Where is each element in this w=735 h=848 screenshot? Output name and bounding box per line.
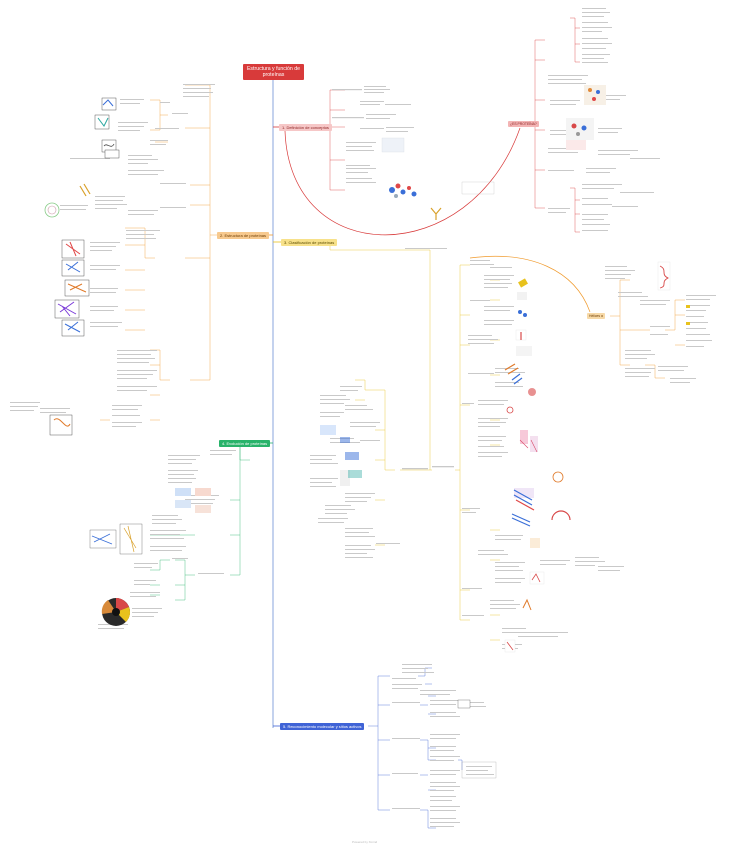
- branch1-callouts: [462, 182, 494, 194]
- helices-images: [658, 262, 690, 325]
- hub-helices-alfa[interactable]: Hélices α: [587, 313, 605, 319]
- branch-evolucion-proteinas[interactable]: 4. Evolución de proteínas: [219, 440, 270, 447]
- branch1-subtree: [325, 90, 345, 190]
- helices-subtree: [610, 280, 685, 378]
- branch-clasificacion-proteinas[interactable]: 3. Clasificación de proteínas: [281, 239, 337, 246]
- branch1-text-lines: [332, 86, 414, 183]
- root-topic[interactable]: Estructura y función de proteínas: [243, 64, 304, 80]
- proteinas-text-lines: [548, 8, 660, 231]
- branch5-text-lines: [392, 664, 494, 827]
- branch2-subtree: [100, 85, 217, 420]
- branch-reconocimiento-molecular[interactable]: 5. Reconocimiento molecular y sitios act…: [280, 723, 364, 730]
- branch-definicion-conceptos[interactable]: 1. Definición de conceptos: [279, 124, 332, 131]
- footer-watermark: Powered by Xmind: [352, 840, 377, 844]
- branch3-images: [320, 278, 570, 652]
- branch3-text-lines: [310, 248, 624, 649]
- proteinas-images: [566, 85, 606, 150]
- branch1-images: [382, 138, 441, 220]
- branch2-text-lines: [10, 84, 215, 427]
- hub-es-proteina[interactable]: ¿ES PROTEÍNA?: [508, 121, 539, 127]
- branch5-subtree: [368, 668, 462, 828]
- branch4-subtree: [150, 443, 250, 600]
- branch-estructura-proteinas[interactable]: 2. Estructura de proteínas: [217, 232, 269, 239]
- branch4-images: [90, 488, 211, 626]
- branch2-image-boxes: [50, 98, 119, 435]
